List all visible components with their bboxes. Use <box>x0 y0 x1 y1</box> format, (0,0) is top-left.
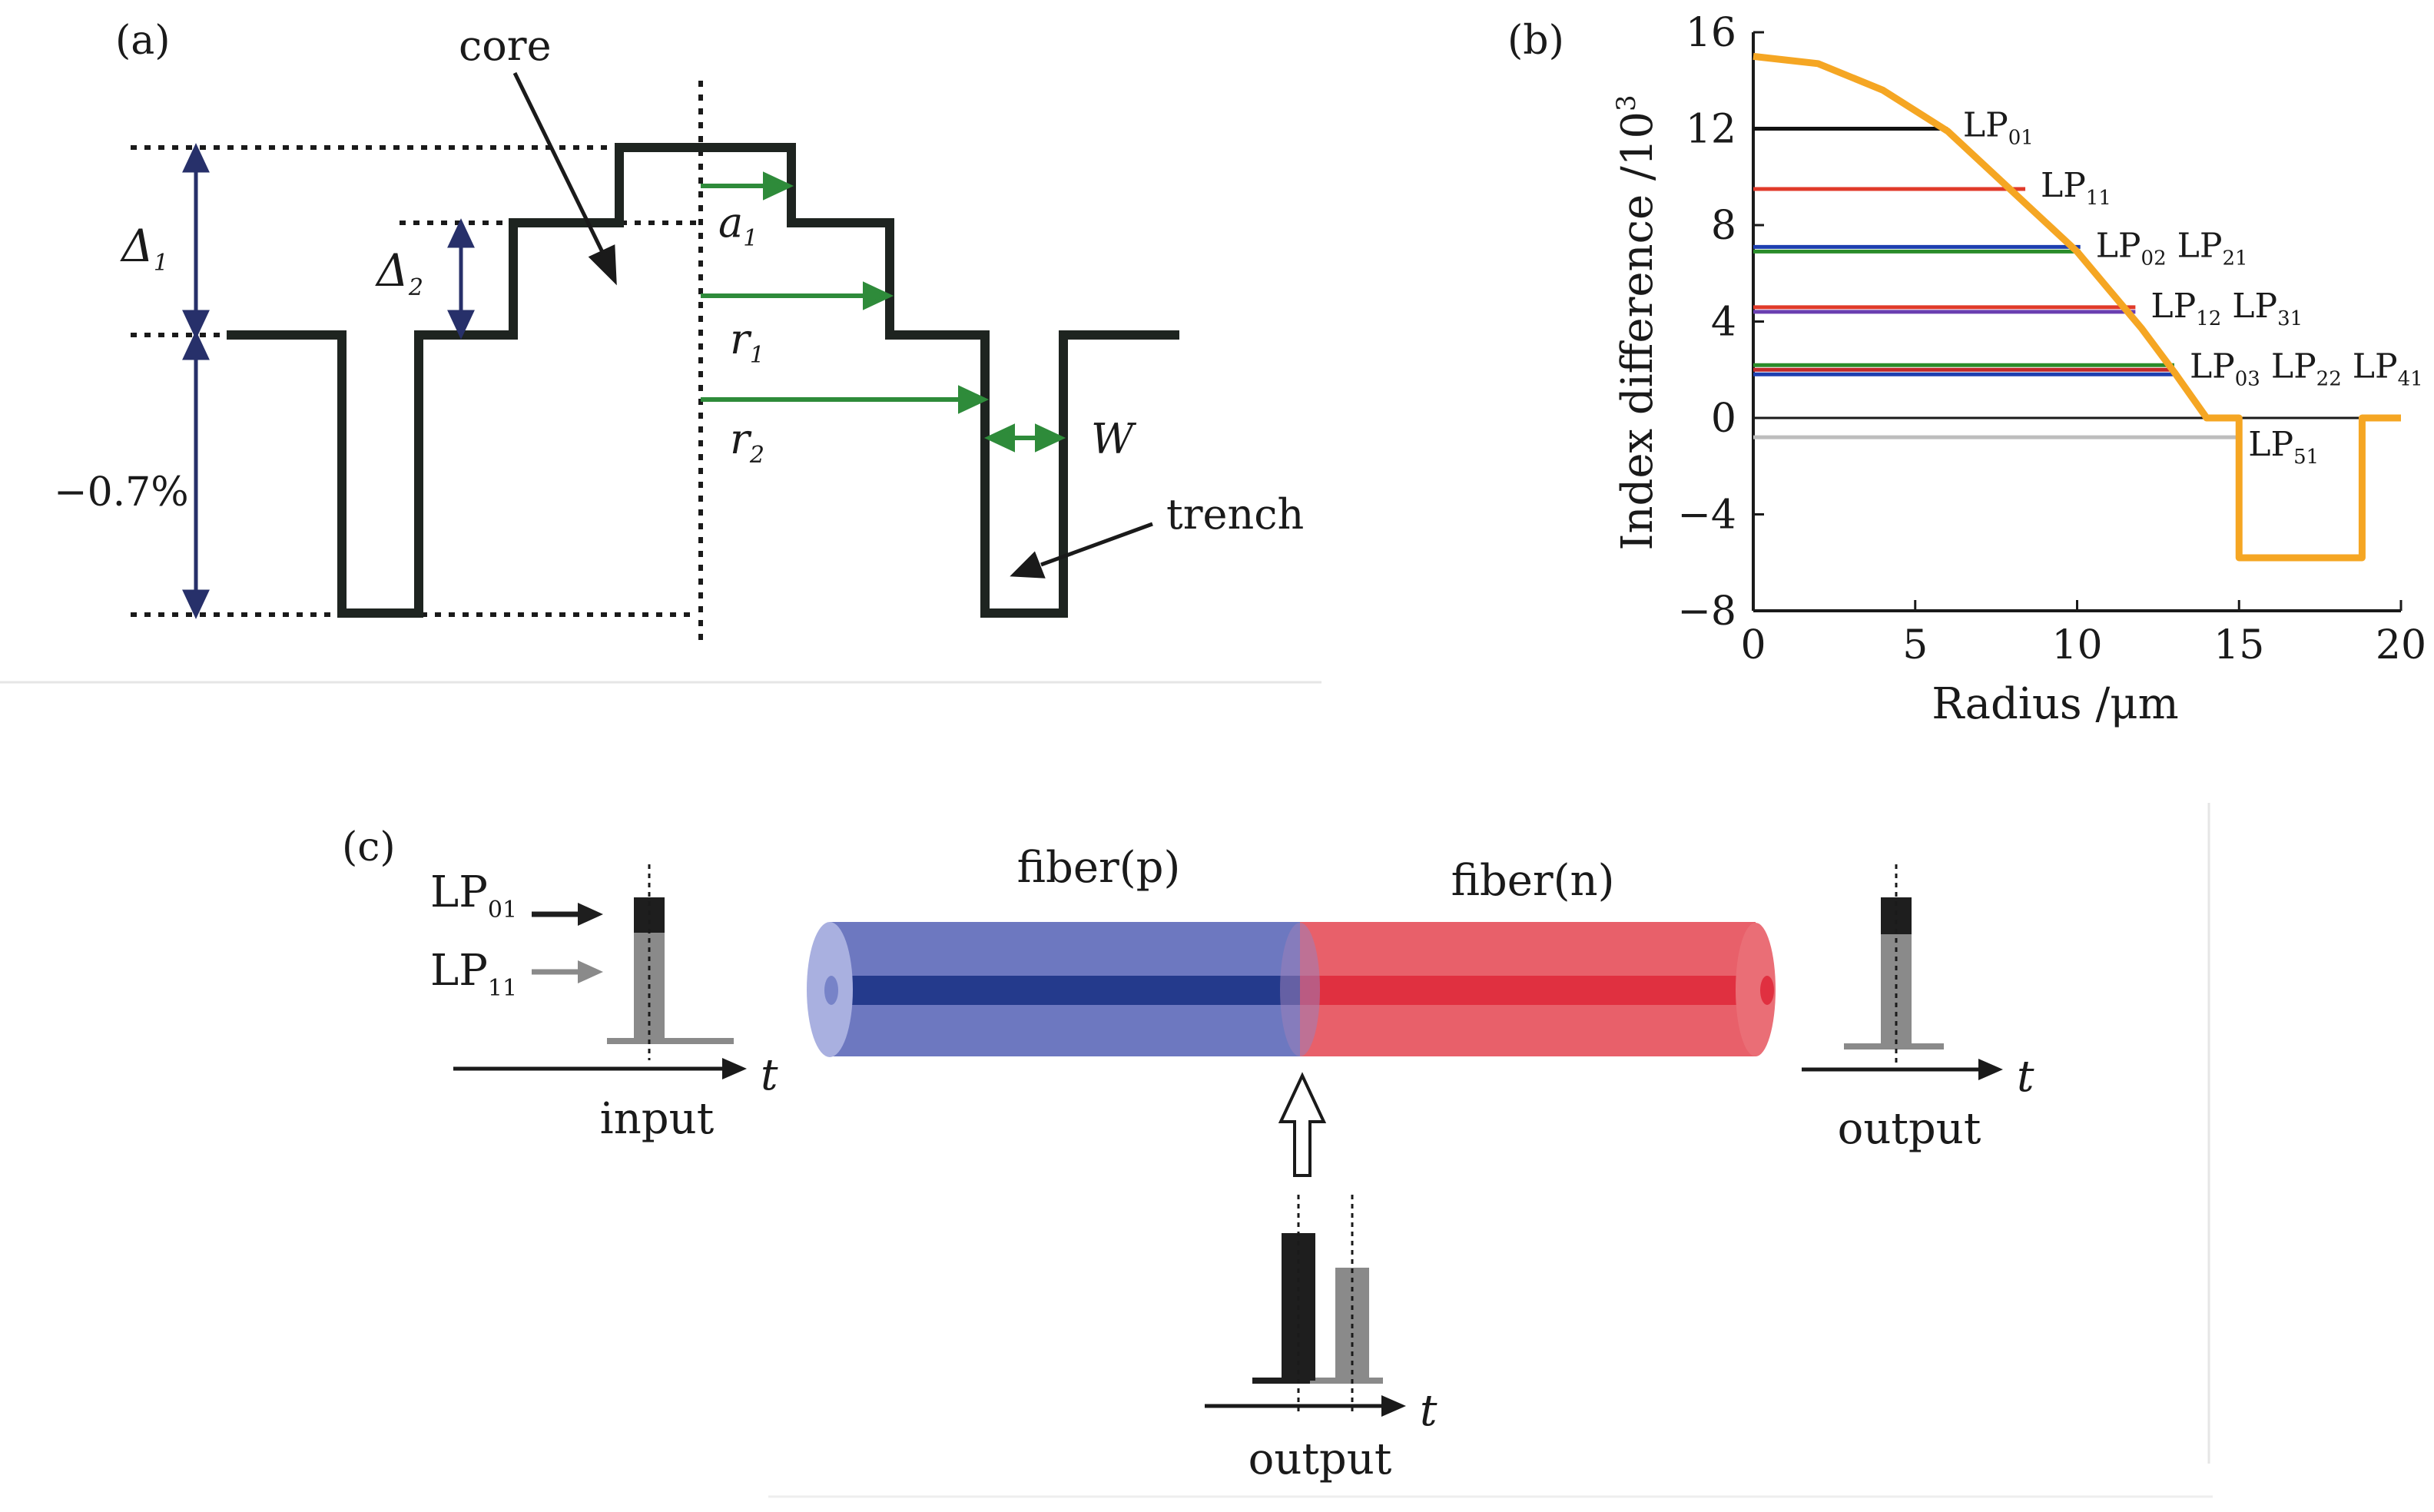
delta1-label: Δ1 <box>120 220 168 277</box>
mode-label-3: LP12 LP31 <box>2150 287 2303 330</box>
junction-up-arrow <box>1278 1072 1327 1177</box>
mode-label-2: LP02 LP21 <box>2096 226 2248 270</box>
panel-a-index-profile: (a) <box>0 18 1321 684</box>
delta1-arrow-top <box>182 143 210 173</box>
x-tick-label: 15 <box>2213 622 2264 668</box>
w-label: W <box>1091 415 1137 463</box>
x-tick-label: 0 <box>1740 622 1766 668</box>
y-tick-label: 8 <box>1711 203 1736 249</box>
input-label: input <box>600 1094 715 1144</box>
fiber-n-core <box>1298 976 1775 1005</box>
mid-output-pulse-diagram: t output <box>1205 1195 1438 1484</box>
delta2-arrow-top <box>447 218 475 248</box>
delta2-arrow-bottom <box>447 310 475 340</box>
panel-c-label: (c) <box>342 824 396 870</box>
x-tick-label: 10 <box>2051 622 2102 668</box>
right-t-label: t <box>2017 1052 2034 1102</box>
w-arrow-right <box>1035 423 1066 453</box>
r2-arrow-head <box>958 385 990 414</box>
lp01-label: LP01 <box>430 867 517 923</box>
x-tick-label: 20 <box>2376 622 2426 668</box>
y-tick-label: 4 <box>1711 300 1736 346</box>
a1-label: a1 <box>718 198 758 252</box>
depth-arrow-top <box>182 330 210 360</box>
fiber-p-core-end <box>824 976 838 1005</box>
lp11-arrow-head <box>578 960 603 983</box>
y-tick-label: 12 <box>1686 107 1736 153</box>
mode-label-5: LP51 <box>2248 425 2319 469</box>
mode-label-0: LP01 <box>1963 106 2034 150</box>
right-output-label: output <box>1838 1104 1981 1154</box>
index-profile-curve <box>227 143 1179 618</box>
y-tick-label: 0 <box>1711 396 1736 442</box>
fiber-p-label: fiber(p) <box>1017 843 1181 893</box>
w-arrow-left <box>983 423 1015 453</box>
lp11-label: LP11 <box>430 946 517 1002</box>
mid-time-arrow <box>1381 1395 1406 1417</box>
input-time-arrow <box>722 1058 747 1079</box>
trench-label: trench <box>1166 490 1304 539</box>
input-pulse-diagram: t input LP01 LP11 <box>430 864 778 1144</box>
r1-label: r1 <box>730 315 764 369</box>
mid-t-label: t <box>1420 1386 1438 1436</box>
panel-a-label: (a) <box>115 18 171 64</box>
fiber-p-core <box>830 976 1300 1005</box>
right-output-pulse-diagram: t output <box>1802 864 2034 1154</box>
core-leader <box>512 71 605 255</box>
chart-profile-series <box>1753 52 2401 562</box>
delta2-label: Δ2 <box>375 244 423 301</box>
core-leader-head <box>588 244 617 286</box>
mode-label-4: LP03 LP22 LP41 <box>2190 346 2423 390</box>
fiber-p-junction <box>1280 923 1320 1056</box>
chart-y-axis-label: Index difference /103 <box>1611 94 1663 550</box>
fiber-n-end <box>1736 923 1776 1056</box>
x-tick-label: 5 <box>1902 622 1928 668</box>
depth-arrow-bottom <box>182 589 210 619</box>
trench-leader <box>1040 522 1153 567</box>
fiber-assembly: fiber(p) fiber(n) <box>807 843 1776 1057</box>
core-label: core <box>459 22 552 70</box>
a1-arrow-head <box>763 171 794 201</box>
r2-label: r2 <box>730 415 764 469</box>
r1-arrow-head <box>863 281 894 310</box>
input-t-label: t <box>761 1050 778 1100</box>
chart-mode-lines <box>1753 127 2240 439</box>
fiber-n-label: fiber(n) <box>1451 856 1615 906</box>
depth-label: −0.7% <box>54 469 189 516</box>
panel-c-fiber-schematic: (c) t input LP01 LP11 <box>342 803 2213 1498</box>
y-tick-label: 16 <box>1686 10 1736 56</box>
panel-b-label: (b) <box>1507 18 1564 64</box>
right-time-arrow <box>1978 1059 2003 1080</box>
delta1-arrow-bottom <box>182 310 210 340</box>
mode-label-1: LP11 <box>2041 166 2111 210</box>
fiber-n-core-end <box>1760 976 1774 1005</box>
y-tick-label: −8 <box>1677 589 1736 635</box>
chart-x-axis-label: Radius /μm <box>1932 679 2179 729</box>
mid-output-label: output <box>1249 1434 1392 1484</box>
y-tick-label: −4 <box>1677 492 1736 539</box>
lp01-arrow-head <box>578 903 603 926</box>
trench-leader-head <box>1010 551 1046 579</box>
profile-line <box>1753 52 2401 562</box>
